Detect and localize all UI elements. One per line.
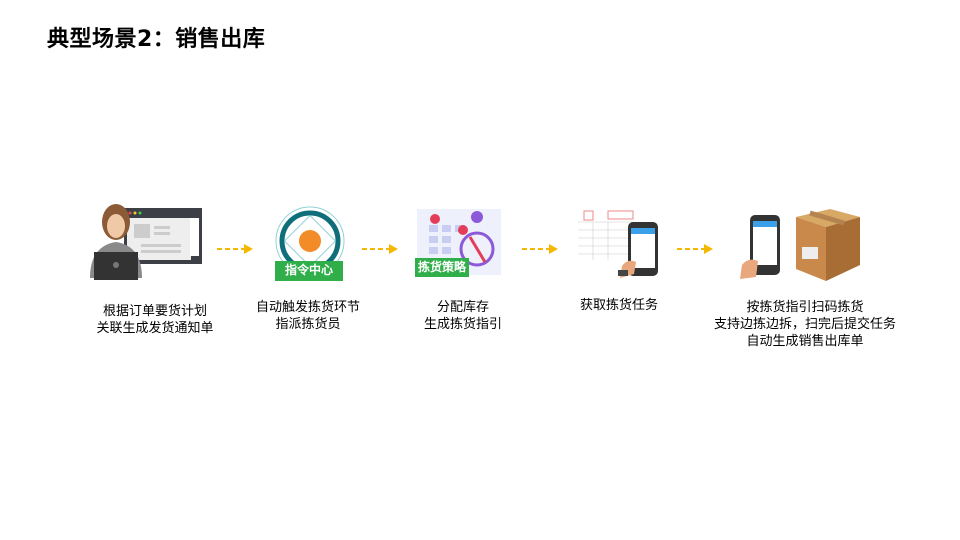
flow-arrow-4 xyxy=(677,244,713,254)
flow-arrow-2 xyxy=(362,244,398,254)
caption-line: 关联生成发货通知单 xyxy=(96,321,214,336)
caption-line: 指派拣货员 xyxy=(275,317,341,332)
step-4-caption: 获取拣货任务 xyxy=(580,297,658,314)
command-center-illustration: 指令中心 xyxy=(270,204,354,282)
caption-line: 自动触发拣货环节 xyxy=(255,300,361,315)
scan-pick-box-illustration xyxy=(738,207,864,283)
flow-arrow-3 xyxy=(522,244,558,254)
step-3-caption: 分配库存 生成拣货指引 xyxy=(424,299,502,333)
caption-line: 获取拣货任务 xyxy=(579,298,659,313)
step-1-caption: 根据订单要货计划 关联生成发货通知单 xyxy=(96,303,213,337)
step-5-caption: 按拣货指引扫码拣货 支持边拣边拆，扫完后提交任务 自动生成销售出库单 xyxy=(714,299,896,350)
caption-line: 分配库存 xyxy=(436,300,490,315)
caption-line: 支持边拣边拆，扫完后提交任务 xyxy=(713,317,897,332)
caption-line: 根据订单要货计划 xyxy=(102,304,208,319)
page-title: 典型场景2：销售出库 xyxy=(47,27,266,52)
picking-strategy-illustration: 拣货策略 xyxy=(415,207,503,279)
operator-computer-illustration xyxy=(86,200,204,280)
pick-task-phone-illustration xyxy=(578,208,662,278)
caption-line: 按拣货指引扫码拣货 xyxy=(746,300,864,315)
step-2-caption: 自动触发拣货环节 指派拣货员 xyxy=(256,299,360,333)
caption-line: 自动生成销售出库单 xyxy=(746,334,864,349)
flow-arrow-1 xyxy=(217,244,253,254)
caption-line: 生成拣货指引 xyxy=(423,317,503,332)
picking-strategy-badge: 拣货策略 xyxy=(415,258,469,277)
command-center-badge: 指令中心 xyxy=(275,261,343,281)
